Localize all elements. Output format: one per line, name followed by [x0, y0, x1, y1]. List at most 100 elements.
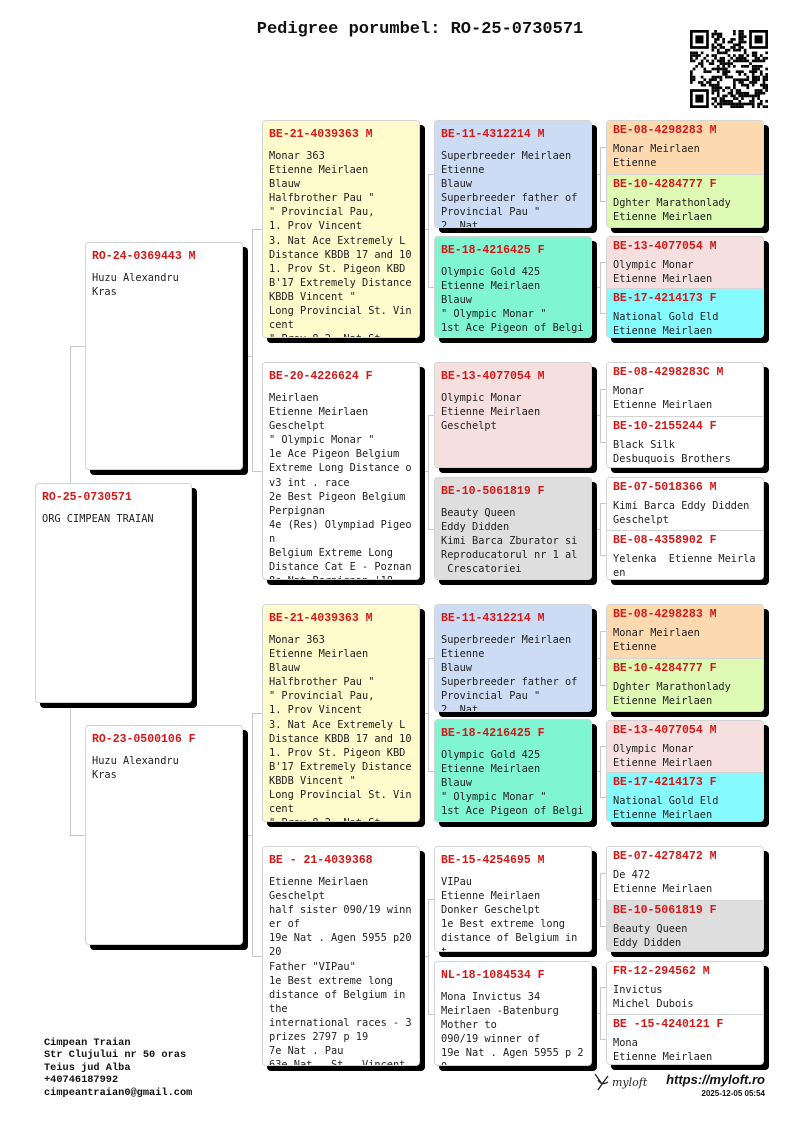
bird-info-line: Blauw — [441, 662, 472, 675]
bird-info-line: Etienne Meirlaen — [613, 325, 713, 338]
bird-info-line: Olympic Monar — [613, 259, 694, 271]
bird-info-line: Mona — [613, 1037, 638, 1049]
bird-info-line: Etienne Meirlaen — [613, 399, 713, 412]
bird-info-line: 19e Nat . Agen 5955 p2020 — [269, 932, 412, 959]
bird-info-line: Kimi Barca Eddy Didden — [613, 500, 750, 512]
bird-info-line: Geschelpt — [269, 420, 325, 433]
bird-info-line: Etienne Meirlaen — [441, 763, 541, 776]
bird-info-line: Superbreeder father of Provincial Pau " — [441, 192, 584, 219]
bird-info-line: Geschelpt — [269, 890, 325, 903]
bird-info-line: " Prov 8 2. Nat St — [269, 332, 413, 337]
bird-info-line: Etienne Meirlaen — [441, 890, 541, 903]
owner-contact: Cimpean Traian Str Clujului nr 50 oras T… — [44, 1037, 192, 1099]
bird-info-line: Superbreeder father of Provincial Pau " — [441, 676, 584, 703]
connector-line — [600, 987, 601, 1039]
bird-info-line: Mother to — [441, 1019, 497, 1032]
bird-info-line: Blauw — [441, 178, 472, 191]
connector-line — [428, 528, 434, 530]
ring-number: BE-20-4226624 F — [269, 370, 373, 383]
site-link[interactable]: https://myloft.ro — [666, 1072, 765, 1087]
bird-info-line: " Prov 8 2. Nat St — [269, 816, 413, 821]
ring-number: BE-18-4216425 F — [441, 244, 545, 257]
bird-info-line: international races - 3 — [269, 1016, 412, 1029]
owner-email: cimpeantraian0@gmail.com — [44, 1086, 193, 1099]
connector-line — [600, 503, 601, 555]
connector-line — [428, 415, 434, 416]
bird-info-line: Etienne — [441, 648, 485, 661]
bird-info-line: Huzu Alexandru — [92, 272, 179, 284]
ring-number: BE-08-4298283 M — [613, 608, 717, 621]
connector-line — [600, 684, 606, 686]
bird-info-line: Etienne — [441, 164, 485, 177]
bird-info-line: 090/19 winner of — [441, 1033, 541, 1046]
bird-info-line: Blauw — [441, 294, 472, 307]
connector-line — [592, 1013, 600, 1014]
connector-line — [252, 471, 262, 472]
bird-info-line: Kras — [92, 769, 117, 782]
ring-number: BE-10-4284777 F — [613, 662, 717, 675]
ring-number: BE-08-4358902 F — [613, 534, 717, 547]
connector-line — [600, 261, 606, 263]
bird-info-line: Desbuquois Brothers — [613, 453, 731, 466]
ring-number: BE-13-4077054 M — [613, 724, 717, 737]
bird-info-line: Kras — [92, 286, 117, 299]
connector-line — [600, 872, 606, 874]
bird-info-line: Etienne Meirlaen — [613, 273, 713, 286]
ring-number: RO-23-0500106 F — [92, 733, 196, 746]
qr-code — [690, 30, 768, 108]
connector-line — [600, 872, 601, 926]
bird-info-line: 4e (Res) Olympiad Pigeon — [269, 518, 412, 545]
bird-info-line: Long Provincial St. Vincent — [269, 305, 412, 332]
bird-info-line: Superbreeder Meirlaen — [441, 150, 572, 162]
bird-info-line: 1. Prov Vincent — [269, 704, 362, 717]
connector-line — [600, 388, 601, 442]
bird-info-line: Etienne Meirlaen — [269, 648, 369, 661]
bird-info-line: Beauty Queen — [441, 507, 516, 519]
connector-line — [420, 229, 428, 230]
bird-info-line: Huzu Alexandru — [92, 755, 179, 767]
ring-number: BE-10-5061819 F — [441, 485, 545, 498]
ring-number: BE-13-4077054 M — [613, 240, 717, 253]
bird-info-line: Invictus — [613, 984, 663, 996]
bird-info-line: 1st Ace Pigeon of Belgiu — [441, 322, 584, 337]
connector-line — [592, 528, 600, 530]
ring-number: BE-10-4284777 F — [613, 178, 717, 191]
